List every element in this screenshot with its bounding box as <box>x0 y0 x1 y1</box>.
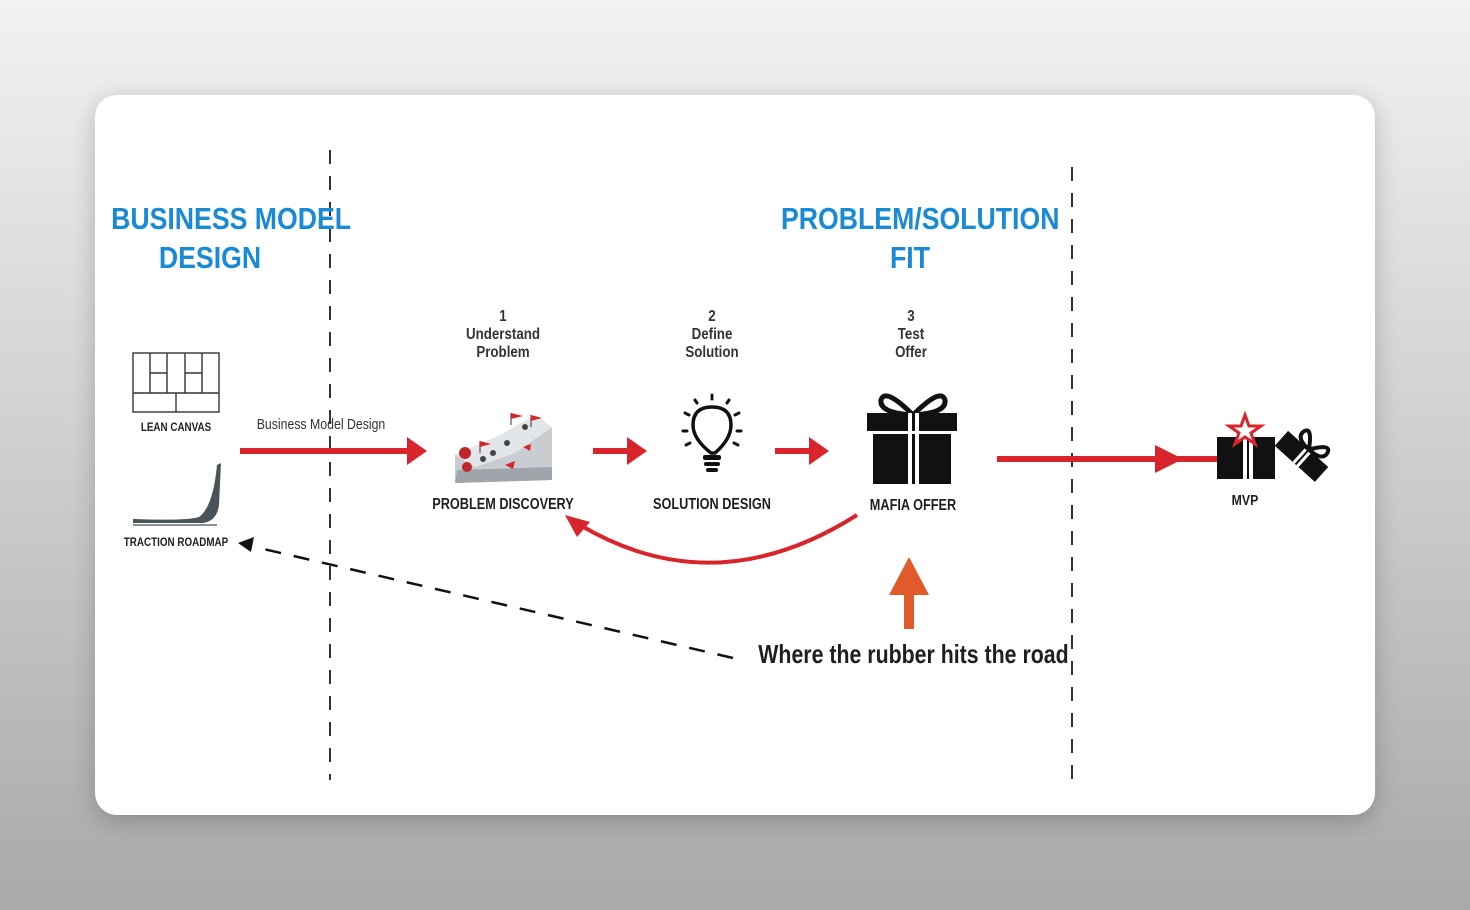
dashed-return-arrow <box>238 537 734 660</box>
step-1-caption: 1 Understand Problem <box>451 308 554 362</box>
callout-arrow <box>889 557 929 629</box>
traction-curve-icon <box>133 463 221 526</box>
heading-business-model-line2: DESIGN <box>158 240 262 275</box>
traction-roadmap-label: TRACTION ROADMAP <box>123 535 229 549</box>
step-3-number: 3 <box>907 308 915 325</box>
arrow-bmd <box>240 437 427 465</box>
mvp-label: MVP <box>1231 492 1259 509</box>
gift-box-icon <box>867 393 957 484</box>
heading-business-model-line1: BUSINESS MODEL <box>111 201 352 236</box>
step-2-caption: 2 Define Solution <box>660 308 763 362</box>
solution-design-label: SOLUTION DESIGN <box>653 496 771 513</box>
step-1-line1: Understand <box>465 326 541 343</box>
mafia-offer-label: MAFIA OFFER <box>869 497 957 514</box>
arrow-step-1-2 <box>593 437 647 465</box>
diagram-card: BUSINESS MODEL DESIGN PROBLEM/SOLUTION F… <box>95 95 1375 815</box>
mountain-climb-icon <box>455 413 552 483</box>
mvp-gift-icon <box>1217 410 1331 482</box>
callout-text: Where the rubber hits the road <box>758 639 1069 669</box>
feedback-arrow <box>565 513 859 565</box>
heading-problem-solution-line1: PROBLEM/SOLUTION <box>781 201 1060 236</box>
heading-business-model: BUSINESS MODEL DESIGN <box>111 199 352 277</box>
heading-problem-solution-line2: FIT <box>890 240 930 275</box>
heading-problem-solution: PROBLEM/SOLUTION FIT <box>781 199 1060 277</box>
step-2-line2: Solution <box>685 344 739 361</box>
arrow-to-mvp <box>997 445 1257 473</box>
problem-discovery-label: PROBLEM DISCOVERY <box>432 496 574 513</box>
step-2-number: 2 <box>708 308 716 325</box>
step-3-line2: Offer <box>895 344 927 361</box>
arrow-step-2-3 <box>775 437 829 465</box>
lean-canvas-label: LEAN CANVAS <box>140 420 212 434</box>
step-3-line1: Test <box>897 326 925 343</box>
lightbulb-icon <box>681 393 743 472</box>
arrow-label-bmd: Business Model Design <box>256 416 386 433</box>
lean-canvas-icon <box>132 352 220 413</box>
step-3-caption: 3 Test Offer <box>859 308 962 362</box>
step-1-number: 1 <box>499 308 507 325</box>
step-1-line2: Problem <box>476 344 530 361</box>
diagram-graphics <box>132 150 1331 780</box>
step-2-line1: Define <box>691 326 733 343</box>
